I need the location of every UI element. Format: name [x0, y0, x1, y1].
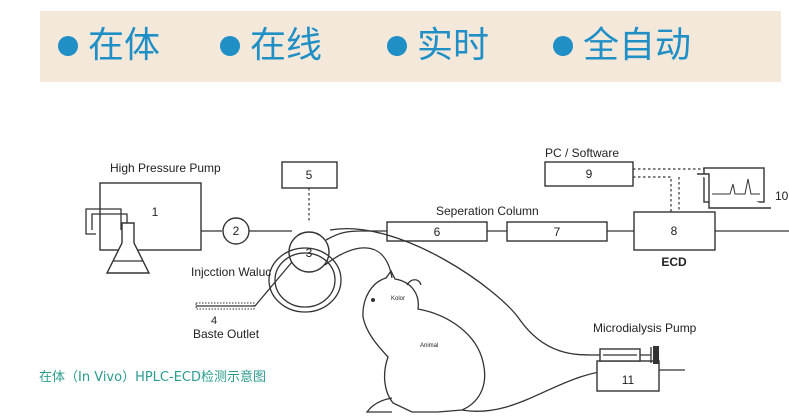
- feature-banner: 在体 在线 实时 全自动: [40, 11, 781, 82]
- rat-front-paw: [365, 397, 393, 413]
- feature-in-vivo: 在体: [58, 21, 160, 71]
- pump-box: [99, 182, 202, 251]
- feature-label: 在线: [250, 25, 323, 66]
- chromatogram-trace: [712, 178, 760, 195]
- rat-body-label: Animal: [420, 343, 438, 349]
- component-1-label: 1: [152, 205, 159, 219]
- dashed-link-9-to-8: [633, 176, 672, 212]
- bullet-icon: [553, 36, 573, 56]
- injection-valve: [288, 231, 330, 273]
- sample-loop-outer: [268, 247, 342, 313]
- sample-loop: [274, 252, 336, 308]
- microdialysis-pump-label: Microdialysis Pump: [593, 321, 697, 335]
- feature-label: 实时: [417, 25, 490, 66]
- component-2-label: 2: [233, 224, 240, 238]
- component-11-label: 11: [622, 373, 635, 387]
- component-5-box: [281, 161, 338, 189]
- pump-label: High Pressure Pump: [110, 161, 221, 175]
- rat-head-label: Kolor: [391, 296, 405, 302]
- waste-outlet-label: Baste Outlet: [193, 327, 260, 341]
- feature-online: 在线: [220, 21, 322, 71]
- component-6-label: 6: [434, 225, 441, 239]
- waste-tube: [196, 261, 293, 307]
- injection-valve-label: Injcction Waluc: [191, 265, 271, 279]
- component-4-label: 4: [211, 315, 217, 327]
- bullet-icon: [220, 36, 240, 56]
- probe-inlet-tube: [324, 247, 393, 279]
- syringe-icon: [593, 346, 659, 364]
- component-11-box: [596, 360, 660, 392]
- inlet-tube: [85, 208, 122, 235]
- waste-coil: [195, 302, 255, 310]
- component-8-label: 8: [671, 224, 678, 238]
- component-9-box: [544, 161, 634, 187]
- ecd-label: ECD: [661, 255, 687, 269]
- component-8-box: [633, 211, 716, 251]
- probe-outlet-tube: [329, 228, 594, 356]
- component-7-label: 7: [554, 225, 561, 239]
- feature-fully-automatic: 全自动: [553, 21, 691, 71]
- high-pressure-pump: High Pressure Pump 1: [85, 161, 221, 274]
- pc-software-label: PC / Software: [545, 146, 619, 160]
- bullet-icon: [58, 36, 78, 56]
- feature-real-time: 实时: [387, 21, 489, 71]
- rat-eye: [371, 298, 375, 302]
- feature-label: 全自动: [583, 25, 692, 66]
- hplc-ecd-diagram: High Pressure Pump 1 2 5 3 Injcction Wal…: [85, 146, 789, 413]
- inlet-tube-inner: [91, 213, 128, 230]
- rat-body: [362, 269, 486, 413]
- component-10-label: 10: [775, 189, 789, 203]
- bullet-icon: [387, 36, 407, 56]
- figure-caption: 在体（In Vivo）HPLC-ECD检测示意图: [39, 370, 266, 385]
- rat-ear: [406, 279, 422, 286]
- column-label: Seperation Column: [436, 204, 539, 218]
- pipe-valve-to-column: [325, 230, 387, 241]
- feature-label: 在体: [88, 25, 161, 66]
- component-5-label: 5: [306, 168, 313, 182]
- component-9-label: 9: [586, 167, 593, 181]
